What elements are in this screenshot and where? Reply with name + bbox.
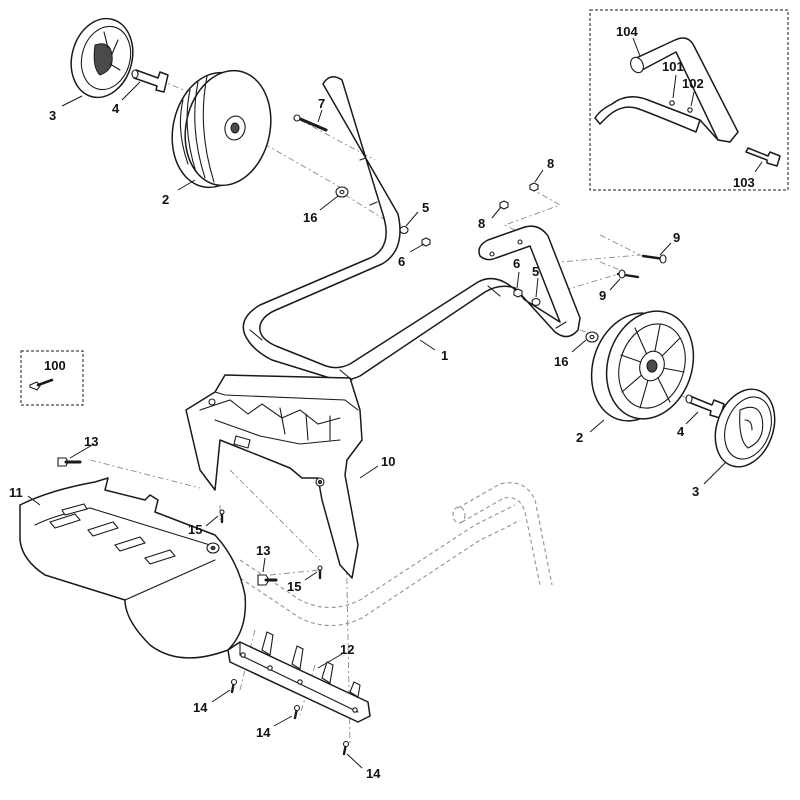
inset-handle-variant: [589, 9, 789, 191]
nut-washer-set-upper: [399, 225, 431, 247]
catcher-frame: [185, 374, 363, 579]
nut-8-upper: [529, 182, 539, 192]
handle-reference-outline: [239, 482, 553, 627]
screw-14-b: [293, 704, 301, 720]
callout-14-b: 14: [256, 725, 271, 740]
handle-frame: [242, 76, 581, 381]
callout-103: 103: [733, 175, 755, 190]
screw-13-lower: [257, 574, 278, 586]
callout-2-left: 2: [162, 192, 169, 207]
callout-10: 10: [381, 454, 395, 469]
callout-100: 100: [44, 358, 66, 373]
pin-15-upper: [219, 509, 225, 524]
callout-3-right: 3: [692, 484, 699, 499]
callout-8-lower: 8: [478, 216, 485, 231]
callout-16-lower: 16: [554, 354, 568, 369]
callout-1: 1: [441, 348, 448, 363]
bolt-long: [293, 114, 328, 132]
callout-labels: 1 2 2 3 3 4 4 5 5 6 6 7 8 8 9 9 10 11 12…: [9, 24, 755, 781]
bolt-9-upper: [641, 254, 667, 264]
callout-5-upper: 5: [422, 200, 429, 215]
callout-9-upper: 9: [673, 230, 680, 245]
callout-7: 7: [318, 96, 325, 111]
callout-9-lower: 9: [599, 288, 606, 303]
hub-cap-left: [70, 17, 134, 99]
pin-15-lower: [317, 565, 323, 580]
nut-washer-set-lower: [513, 288, 541, 307]
inset-part-100: [20, 350, 84, 406]
callout-101: 101: [662, 59, 684, 74]
callout-5-lower: 5: [532, 264, 539, 279]
callout-13-upper: 13: [84, 434, 98, 449]
wheel-right: [590, 310, 695, 422]
washer-upper: [335, 186, 349, 198]
callout-104: 104: [616, 24, 638, 39]
callout-13-lower: 13: [256, 543, 270, 558]
callout-3-left: 3: [49, 108, 56, 123]
mounting-rail: [227, 631, 371, 723]
nut-8-lower: [499, 200, 509, 210]
callout-15-upper: 15: [188, 522, 202, 537]
callout-14-a: 14: [193, 700, 208, 715]
callout-102: 102: [682, 76, 704, 91]
callout-6-lower: 6: [513, 256, 520, 271]
screw-14-a: [230, 678, 238, 694]
grass-deflector: [19, 477, 247, 659]
screw-14-c: [342, 740, 350, 756]
callout-6-upper: 6: [398, 254, 405, 269]
callout-4-left: 4: [112, 101, 120, 116]
callout-11: 11: [9, 485, 23, 500]
callout-8-upper: 8: [547, 156, 554, 171]
callout-15-lower: 15: [287, 579, 301, 594]
bolt-9-lower: [616, 269, 640, 279]
axle-bolt-left: [131, 69, 169, 93]
washer-lower: [585, 331, 599, 343]
callout-12: 12: [340, 642, 354, 657]
leader-lines: [27, 37, 763, 769]
callout-4-right: 4: [677, 424, 685, 439]
axle-bolt-right: [685, 394, 725, 419]
wheel-left: [171, 69, 272, 189]
callout-16-upper: 16: [303, 210, 317, 225]
screw-13-upper: [57, 457, 82, 467]
callout-14-c: 14: [366, 766, 381, 781]
callout-2-right: 2: [576, 430, 583, 445]
hub-cap-right: [714, 388, 776, 468]
